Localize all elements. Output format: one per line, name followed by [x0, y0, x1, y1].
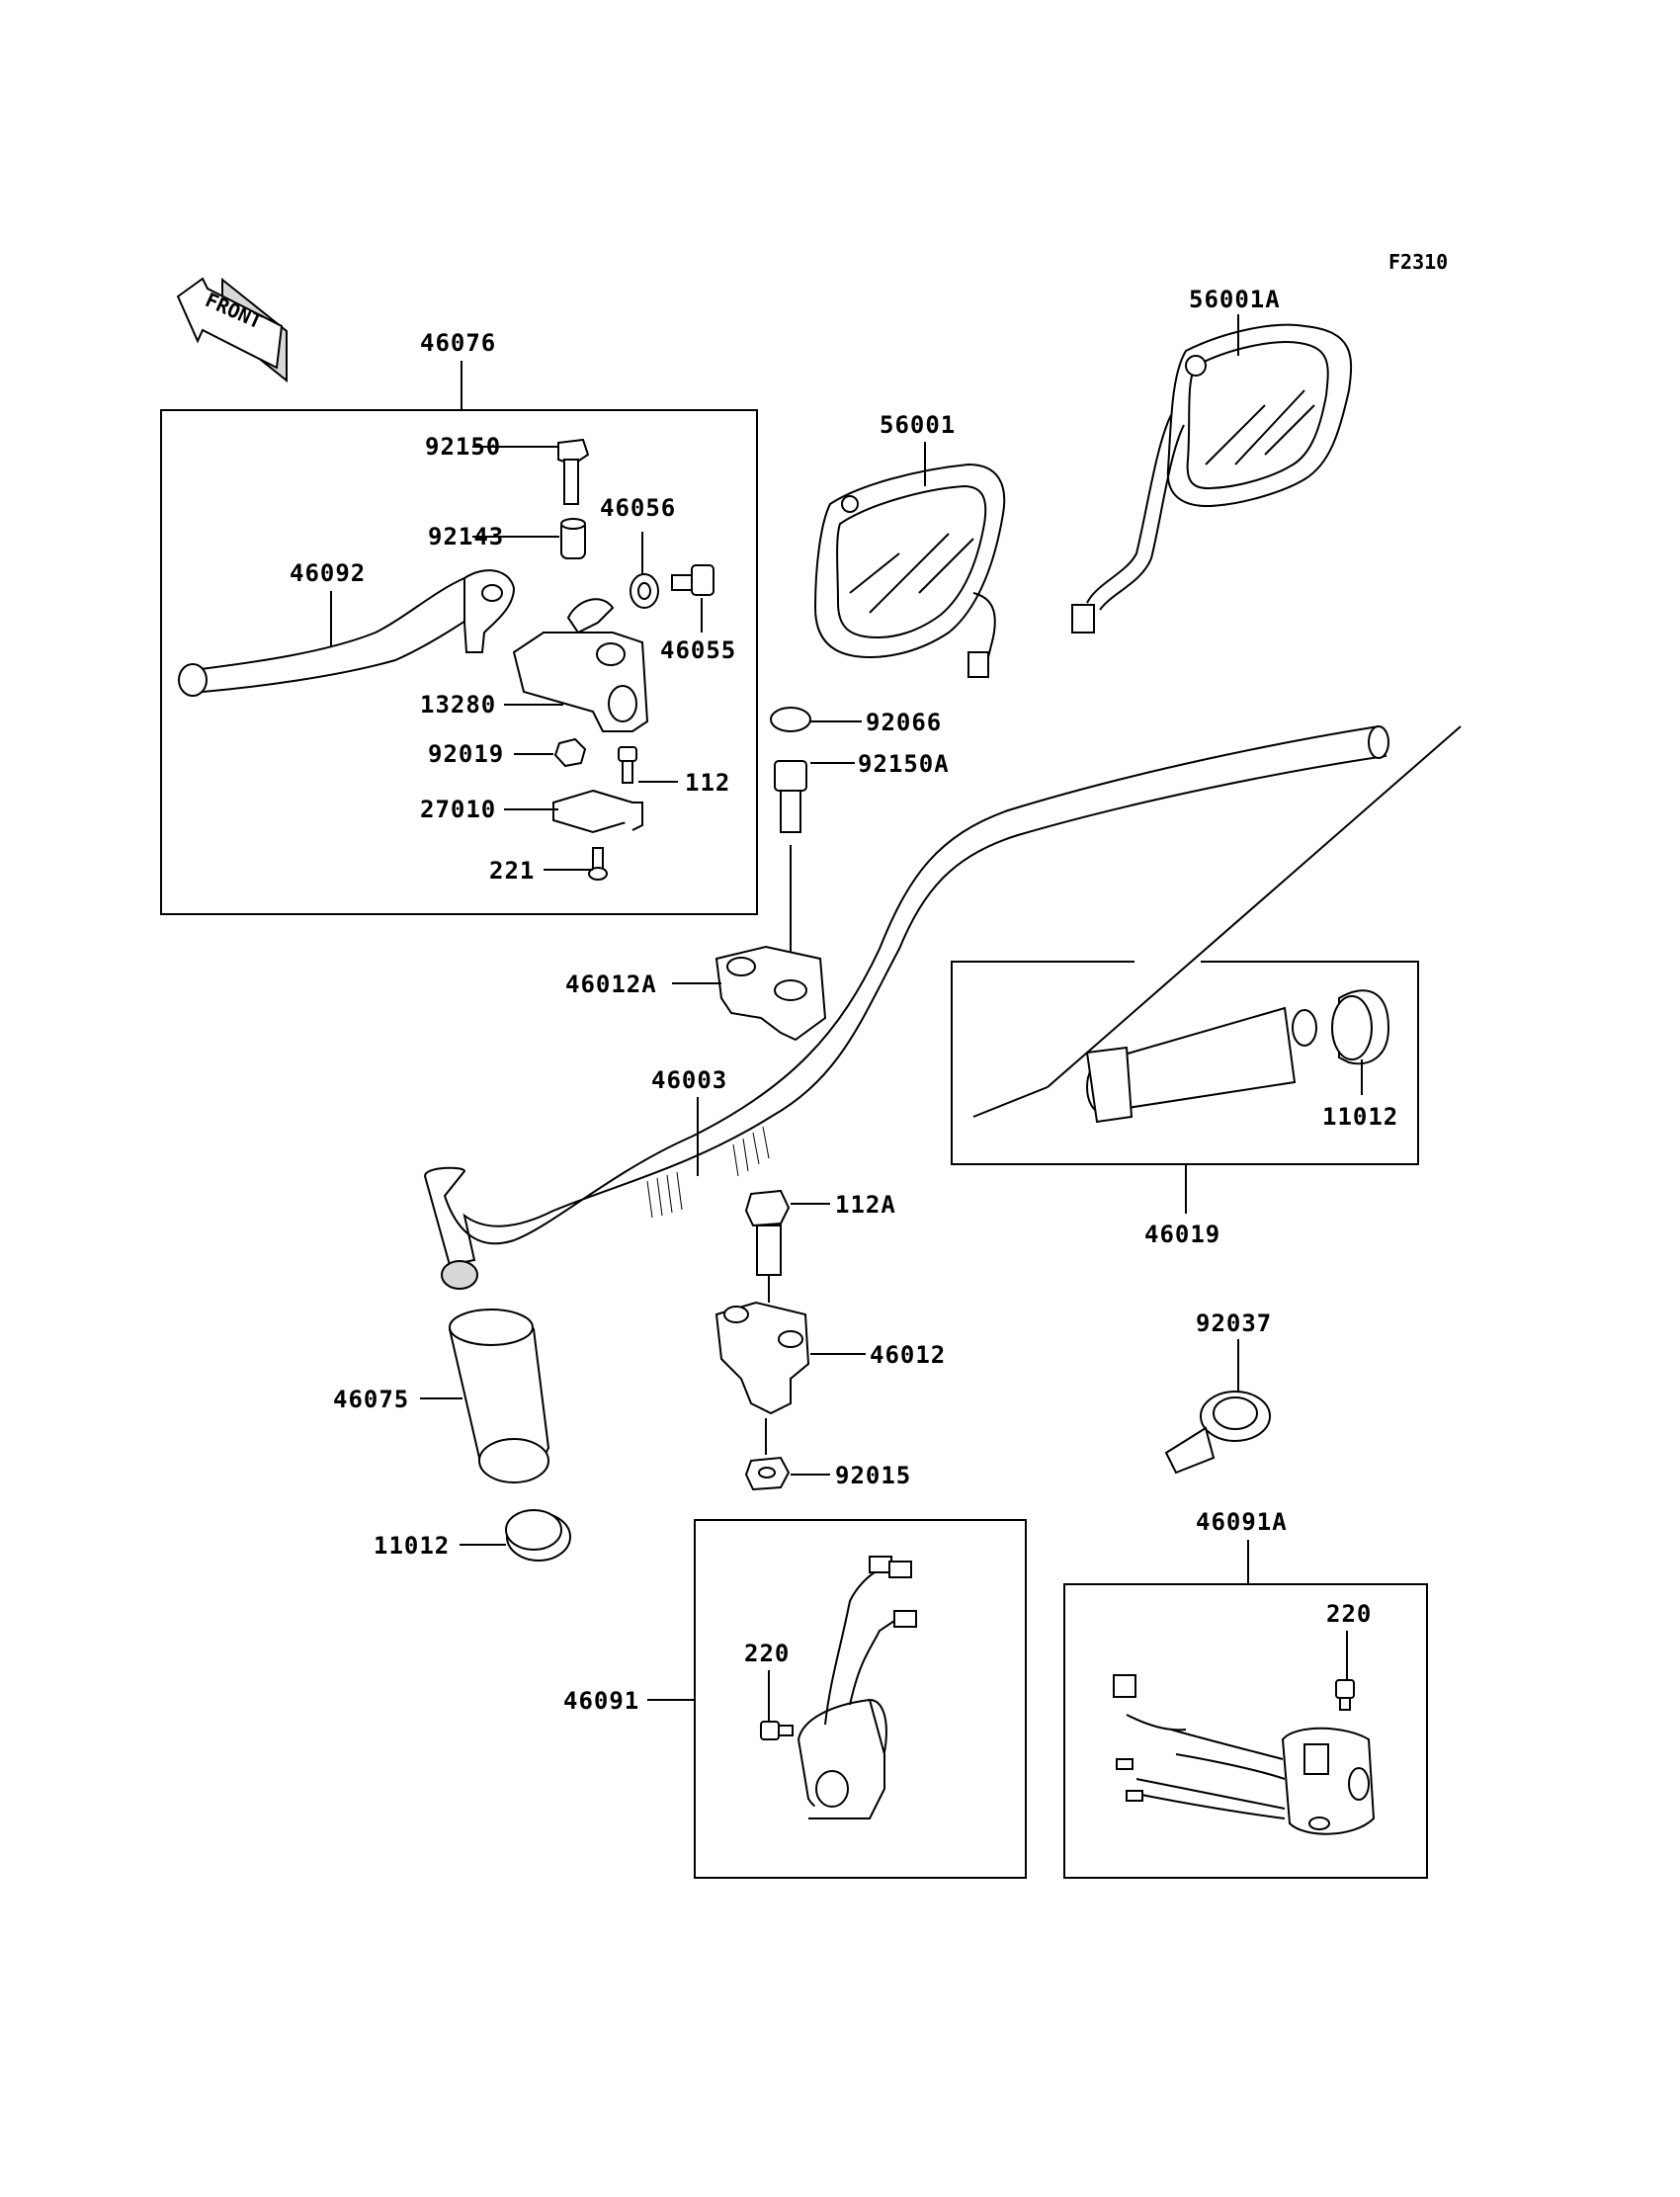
- part-label-112A: 112A: [835, 1191, 896, 1219]
- mirror-56001A-icon: [1071, 323, 1353, 634]
- screw-112-icon: [618, 746, 637, 784]
- part-label-13280: 13280: [420, 691, 496, 718]
- nut-46056-icon: [630, 573, 659, 609]
- part-label-56001A: 56001A: [1189, 286, 1281, 313]
- cap-92066-icon: [770, 707, 811, 732]
- part-label-46012A: 46012A: [565, 971, 657, 998]
- throttle-grip-46019-icon: [1085, 1006, 1317, 1124]
- lever-46092-icon: [178, 569, 516, 697]
- part-label-11012-right: 11012: [1322, 1103, 1398, 1131]
- part-label-46092: 46092: [290, 559, 366, 587]
- bolt-92150A-icon: [774, 760, 807, 833]
- front-arrow-icon: FRONT: [176, 277, 288, 383]
- part-label-56001: 56001: [880, 411, 956, 439]
- part-label-46076: 46076: [420, 329, 496, 357]
- adjuster-46055-icon: [671, 564, 714, 596]
- screw-220-left-icon: [760, 1721, 794, 1740]
- part-label-46091A: 46091A: [1196, 1508, 1288, 1536]
- part-label-46012: 46012: [870, 1341, 946, 1369]
- clamp-46012-icon: [714, 1301, 810, 1415]
- figure-code: F2310: [1388, 250, 1448, 274]
- nut-92019-icon: [553, 737, 587, 768]
- part-label-46075: 46075: [333, 1386, 409, 1413]
- handlebar-46003-icon: [423, 724, 1389, 1290]
- switch-46091A-icon: [1113, 1674, 1376, 1835]
- part-label-92150A: 92150A: [858, 750, 950, 778]
- bolt-112A-icon: [744, 1189, 791, 1276]
- part-label-92150: 92150: [425, 433, 501, 461]
- part-label-92019: 92019: [428, 740, 504, 768]
- cap-11012-right-icon: [1331, 989, 1390, 1065]
- screw-221-icon: [588, 847, 608, 881]
- part-label-220-right: 220: [1326, 1600, 1372, 1628]
- part-label-27010: 27010: [420, 796, 496, 823]
- part-label-220-left: 220: [744, 1640, 790, 1667]
- mirror-56001-icon: [813, 463, 1006, 678]
- grip-46075-icon: [448, 1309, 550, 1483]
- part-label-46003: 46003: [651, 1066, 727, 1094]
- collar-92143-icon: [560, 518, 586, 559]
- lever-assembly-box: [160, 409, 758, 915]
- switch-27010-icon: [552, 789, 643, 834]
- part-label-46091: 46091: [563, 1687, 639, 1715]
- part-label-221: 221: [489, 857, 535, 885]
- left-switch-box: [694, 1519, 1027, 1879]
- part-label-46056: 46056: [600, 494, 676, 522]
- part-label-11012-left: 11012: [374, 1532, 450, 1560]
- part-label-46019: 46019: [1144, 1221, 1220, 1248]
- part-label-92015: 92015: [835, 1462, 911, 1489]
- bolt-92150-icon: [557, 438, 590, 505]
- part-label-92143: 92143: [428, 523, 504, 550]
- bracket-13280-icon: [512, 598, 649, 732]
- cap-11012-left-icon: [505, 1509, 571, 1562]
- part-label-46055: 46055: [660, 636, 736, 664]
- switch-46091-icon: [797, 1556, 917, 1819]
- part-label-112: 112: [685, 769, 730, 797]
- screw-220-right-icon: [1335, 1679, 1355, 1711]
- clamp-92037-icon: [1164, 1391, 1271, 1475]
- part-label-92037: 92037: [1196, 1310, 1272, 1337]
- nut-92015-icon: [744, 1456, 791, 1491]
- right-switch-box: [1063, 1583, 1428, 1879]
- part-label-92066: 92066: [866, 709, 942, 736]
- clamp-46012A-icon: [714, 945, 827, 1042]
